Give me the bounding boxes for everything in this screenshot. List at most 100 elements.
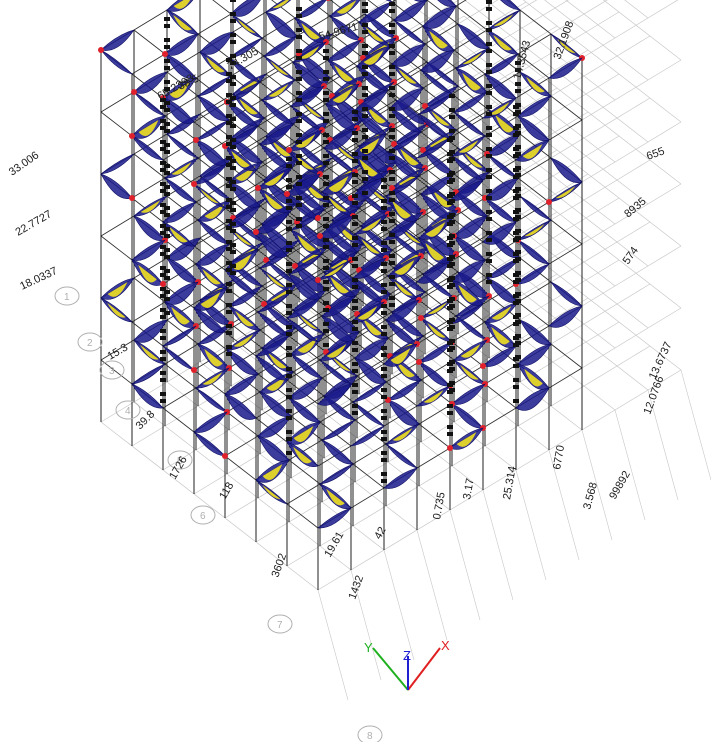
beam-moment-diagram <box>288 377 323 400</box>
moment-peak-marker <box>391 141 397 147</box>
column-label-mark <box>230 0 236 2</box>
beam-positive-moment <box>363 318 382 336</box>
beam-moment-diagram <box>100 49 134 75</box>
beam-member <box>416 447 451 469</box>
column-label-mark <box>362 128 368 132</box>
grid-line <box>224 297 589 519</box>
beam-moment-diagram <box>385 299 420 322</box>
beam-moment-diagram <box>321 295 356 317</box>
moment-peak-marker <box>325 0 331 1</box>
column-label-mark <box>486 7 492 11</box>
beam-positive-moment <box>237 18 256 34</box>
column-label-mark <box>447 257 453 261</box>
column-label-mark <box>447 404 453 408</box>
beam-member <box>199 113 232 139</box>
value-label: 1432 <box>347 574 367 601</box>
value-label: 655 <box>645 145 666 163</box>
beam-positive-moment <box>239 78 260 92</box>
column-label-mark <box>381 269 387 273</box>
moment-peak-marker <box>222 453 228 459</box>
column-label-mark <box>323 238 329 242</box>
grid-line <box>286 345 651 567</box>
moment-peak-marker <box>422 103 428 109</box>
column-label-mark <box>352 257 358 261</box>
column-label-mark <box>160 161 166 165</box>
beam-moment-diagram <box>351 381 387 403</box>
grid-line <box>544 0 649 81</box>
beam-positive-moment <box>398 68 417 84</box>
column-label-mark <box>160 98 166 102</box>
column-label-mark <box>164 143 170 147</box>
column-label-mark <box>362 23 368 27</box>
column-label-mark <box>486 210 492 214</box>
column-label-mark <box>296 49 302 53</box>
column-label-mark <box>160 231 166 235</box>
beam-member <box>424 23 459 45</box>
value-label: 42 <box>372 525 389 542</box>
column-label-mark <box>513 133 519 137</box>
beam-member <box>133 9 168 31</box>
column-label-mark <box>286 409 292 413</box>
beam-positive-moment <box>392 428 413 441</box>
beam-moment-diagram <box>453 215 488 239</box>
column-label-mark <box>286 157 292 161</box>
beam-moment-diagram <box>387 379 422 401</box>
column-label-mark <box>323 329 329 333</box>
beam-member <box>517 301 550 327</box>
beam-member <box>455 109 490 131</box>
beam-positive-moment <box>231 150 250 168</box>
beam-positive-moment <box>390 348 411 364</box>
column-label-mark <box>160 308 166 312</box>
column-label-mark <box>164 87 170 91</box>
column-label-mark <box>230 61 236 65</box>
column-label-mark <box>352 215 358 219</box>
beam-member <box>224 435 259 457</box>
value-label: 19.61 <box>322 530 346 560</box>
column-label-mark <box>513 238 519 242</box>
beam-positive-moment <box>138 264 157 283</box>
beam-positive-moment <box>173 14 192 31</box>
column-label-mark <box>362 149 368 153</box>
beam-positive-moment <box>107 282 128 297</box>
column-label-mark <box>226 79 232 83</box>
column-label-mark <box>513 364 519 368</box>
column-label-mark <box>486 154 492 158</box>
beam-member <box>418 403 453 425</box>
column-label-mark <box>389 114 395 118</box>
beam-positive-moment <box>332 88 353 103</box>
column-label-mark <box>515 89 521 93</box>
beam-positive-moment <box>524 224 545 237</box>
column-label-mark <box>164 227 170 231</box>
column-label-mark <box>362 30 368 34</box>
beam-member <box>162 139 197 161</box>
column-label-mark <box>513 259 519 263</box>
column-label-mark <box>513 154 519 158</box>
column-label-mark <box>164 290 170 294</box>
column-label-mark <box>352 180 358 184</box>
column-label-mark <box>447 327 453 331</box>
column-label-mark <box>160 119 166 123</box>
beam-member <box>232 31 265 57</box>
column-label-mark <box>226 135 232 139</box>
column-label-mark <box>486 0 492 4</box>
column-label-mark <box>486 21 492 25</box>
column-label-mark <box>352 383 358 387</box>
beam-member <box>424 291 457 317</box>
column-label-mark <box>164 17 170 21</box>
column-label-mark <box>323 343 329 347</box>
beam-positive-moment <box>324 264 345 277</box>
grid-line <box>416 529 448 641</box>
column-label-mark <box>389 30 395 34</box>
beam-positive-moment <box>493 34 512 51</box>
beam-member <box>517 33 552 55</box>
column-label-mark <box>352 159 358 163</box>
column-label-mark <box>230 19 236 23</box>
column-label-mark <box>323 301 329 305</box>
column-label-mark <box>352 341 358 345</box>
grid-line <box>449 509 481 621</box>
column-label-mark <box>226 114 232 118</box>
column-label-mark <box>362 51 368 55</box>
grid-line <box>193 273 558 495</box>
